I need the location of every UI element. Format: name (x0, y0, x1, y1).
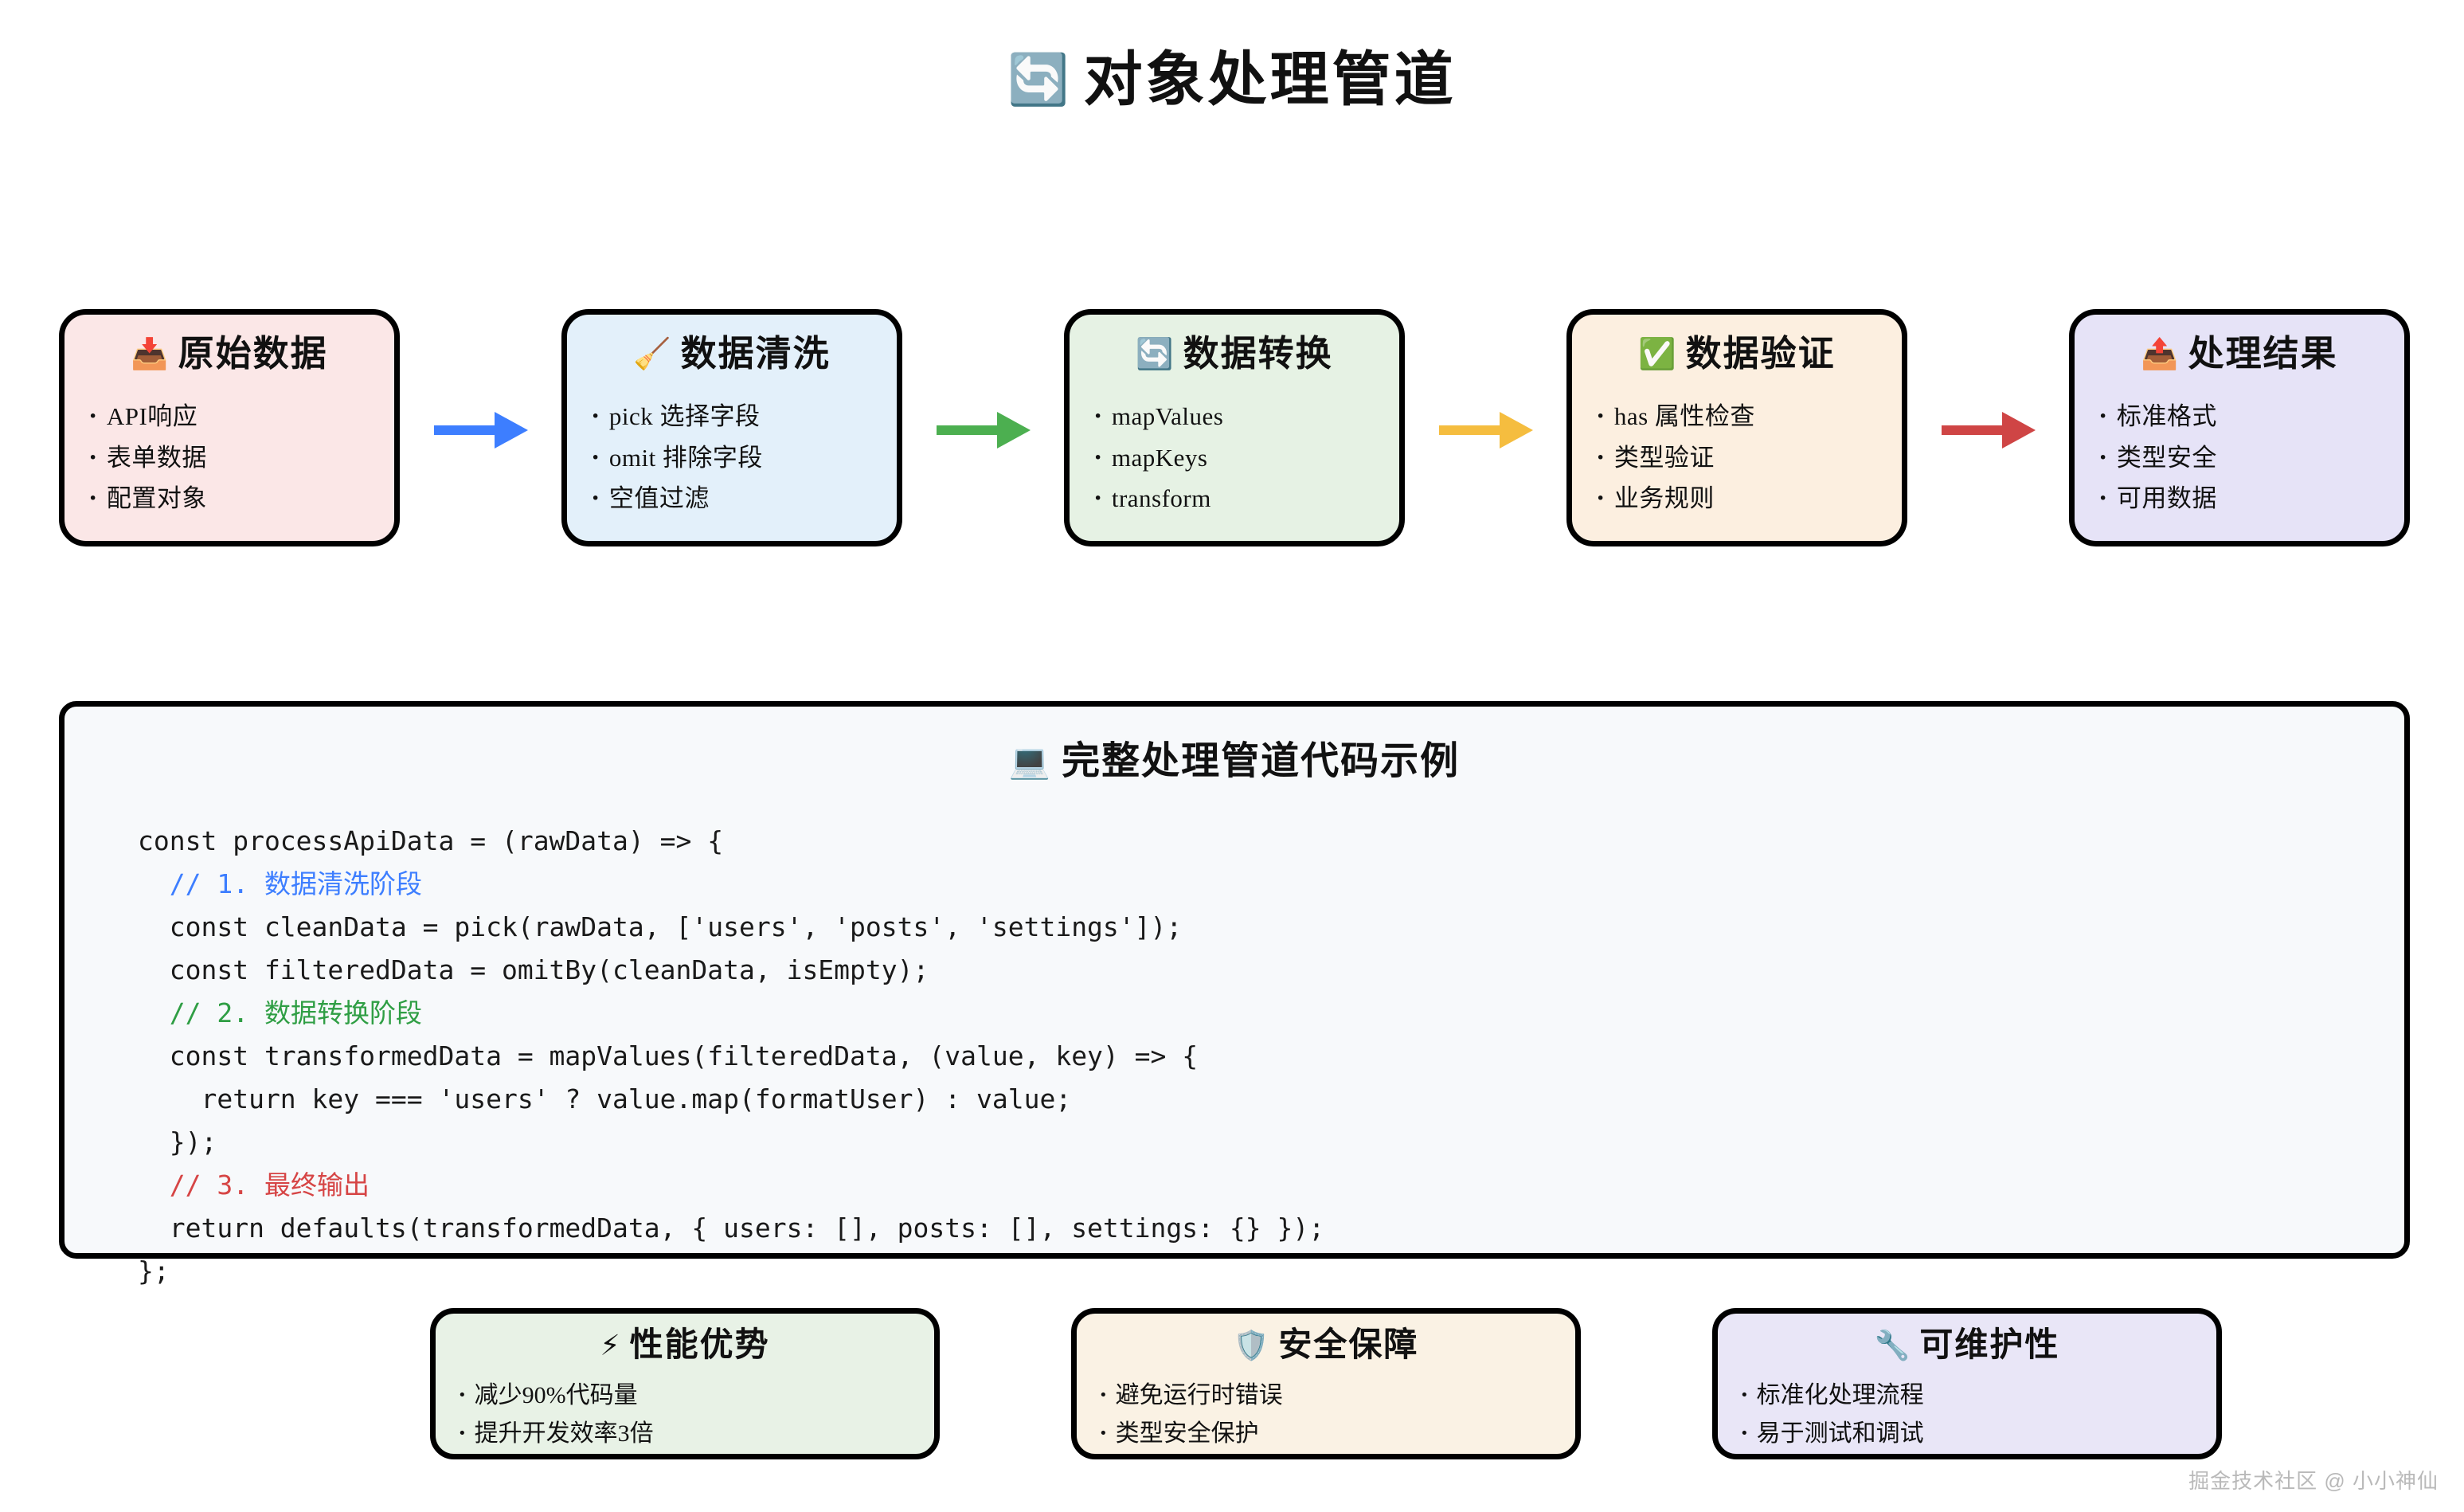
list-item: 配置对象 (88, 478, 374, 519)
code-line: }; (138, 1255, 170, 1287)
code-line: return defaults(transformedData, { users… (138, 1212, 1325, 1244)
arrow-connector-4 (1941, 412, 2036, 449)
list-item: 表单数据 (88, 437, 374, 479)
flow-step-label: 数据转换 (1183, 334, 1333, 374)
list-item: 标准格式 (2098, 396, 2384, 437)
code-line: const cleanData = pick(rawData, ['users'… (138, 911, 1183, 942)
flow-step-icon: ✅ (1638, 336, 1678, 371)
arrow-shaft (1941, 425, 2010, 435)
page-title: 🔄对象处理管道 (0, 32, 2464, 117)
flow-step-label: 数据验证 (1685, 334, 1836, 374)
refresh-icon: 🔄 (1007, 50, 1073, 108)
flow-step-label: 原始数据 (178, 334, 328, 374)
benefit-card-icon: 🔧 (1874, 1330, 1912, 1362)
code-block: const processApiData = (rawData) => { //… (138, 820, 2404, 1293)
flow-step-data-cleaning[interactable]: 🧹数据清洗 pick 选择字段omit 排除字段空值过滤 (561, 309, 902, 546)
flow-step-icon: 🧹 (633, 336, 673, 371)
flow-step-items: 标准格式类型安全可用数据 (2098, 396, 2384, 519)
arrow-head-icon (2001, 412, 2036, 449)
benefit-card-title: ⚡性能优势 (453, 1326, 917, 1365)
flow-step-result[interactable]: 📤处理结果标准格式类型安全可用数据 (2069, 309, 2410, 546)
arrow-connector-3 (1438, 412, 1533, 449)
arrow-shaft (1438, 425, 1508, 435)
arrow-shaft (936, 425, 1005, 435)
list-item: 空值过滤 (591, 478, 876, 519)
list-item: mapValues (1093, 396, 1379, 437)
flow-step-icon: 📥 (131, 336, 170, 371)
list-item: omit 排除字段 (591, 437, 876, 479)
code-line: // 2. 数据转换阶段 (138, 997, 422, 1028)
flow-step-data-validation[interactable]: ✅数据验证 has 属性检查类型验证业务规则 (1566, 309, 1907, 546)
list-item: 类型验证 (1596, 437, 1881, 479)
benefit-card-items: 减少90%代码量提升开发效率3倍 (458, 1376, 917, 1451)
flow-step-title: ✅数据验证 (1593, 332, 1881, 375)
list-item: 易于测试和调试 (1740, 1414, 2199, 1451)
list-item: API响应 (88, 396, 374, 437)
benefit-card-title: 🛡️安全保障 (1094, 1326, 1558, 1365)
benefit-card-performance[interactable]: ⚡性能优势减少90%代码量提升开发效率3倍 (430, 1308, 940, 1459)
list-item: 提升开发效率3倍 (458, 1414, 917, 1451)
code-line: const transformedData = mapValues(filter… (138, 1040, 1199, 1071)
flow-step-title: 🔄数据转换 (1090, 332, 1379, 375)
flow-step-items: pick 选择字段omit 排除字段空值过滤 (591, 396, 876, 519)
flow-step-items: mapValuesmapKeystransform (1093, 396, 1379, 519)
flow-step-icon: 🔄 (1136, 336, 1175, 371)
benefit-card-maintainability[interactable]: 🔧可维护性标准化处理流程易于测试和调试 (1712, 1308, 2222, 1459)
list-item: pick 选择字段 (591, 396, 876, 437)
list-item: 减少90%代码量 (458, 1376, 917, 1413)
flow-step-title: 🧹数据清洗 (588, 332, 876, 375)
arrow-shaft (433, 425, 503, 435)
list-item: 业务规则 (1596, 478, 1881, 519)
code-line: const filteredData = omitBy(cleanData, i… (138, 954, 929, 985)
flow-step-icon: 📤 (2141, 336, 2180, 371)
code-example-panel: 💻完整处理管道代码示例 const processApiData = (rawD… (59, 701, 2410, 1287)
list-item: 类型安全保护 (1099, 1414, 1558, 1451)
flow-step-label: 数据清洗 (680, 334, 831, 374)
benefit-card-icon: ⚡ (600, 1330, 622, 1362)
flow-step-title: 📤处理结果 (2095, 332, 2384, 375)
code-line: // 3. 最终输出 (138, 1169, 370, 1201)
list-item: 避免运行时错误 (1099, 1376, 1558, 1413)
arrow-head-icon (1499, 412, 1533, 449)
code-panel-header: 💻完整处理管道代码示例 (65, 729, 2404, 785)
flow-step-label: 处理结果 (2188, 334, 2338, 374)
laptop-icon: 💻 (1008, 742, 1053, 781)
flow-step-data-transform[interactable]: 🔄数据转换 mapValuesmapKeystransform (1064, 309, 1405, 546)
list-item: mapKeys (1093, 437, 1379, 479)
benefit-card-items: 避免运行时错误类型安全保护 (1099, 1376, 1558, 1451)
flow-step-items: API响应表单数据配置对象 (88, 396, 374, 519)
benefit-card-label: 安全保障 (1278, 1327, 1419, 1364)
benefit-cards: ⚡性能优势减少90%代码量提升开发效率3倍🛡️安全保障避免运行时错误类型安全保护… (430, 1308, 2222, 1459)
benefit-card-label: 性能优势 (629, 1327, 770, 1364)
arrow-connector-1 (433, 412, 528, 449)
pipeline-flow: 📥原始数据 API响应表单数据配置对象 🧹数据清洗 pick 选择字段omit 排除字… (59, 309, 2410, 546)
list-item: has 属性检查 (1596, 396, 1881, 437)
flow-step-title: 📥原始数据 (85, 332, 374, 375)
benefit-card-items: 标准化处理流程易于测试和调试 (1740, 1376, 2199, 1451)
watermark: 掘金技术社区 @ 小小神仙 (2188, 1469, 2439, 1493)
benefit-card-icon: 🛡️ (1233, 1330, 1271, 1362)
list-item: 标准化处理流程 (1740, 1376, 2199, 1413)
arrow-head-icon (996, 412, 1031, 449)
code-panel-title: 完整处理管道代码示例 (1062, 740, 1461, 782)
flow-step-items: has 属性检查类型验证业务规则 (1596, 396, 1881, 519)
benefit-card-safety[interactable]: 🛡️安全保障避免运行时错误类型安全保护 (1071, 1308, 1581, 1459)
page-title-text: 对象处理管道 (1083, 48, 1457, 113)
code-line: const processApiData = (rawData) => { (138, 825, 724, 856)
code-line: // 1. 数据清洗阶段 (138, 868, 422, 899)
list-item: 可用数据 (2098, 478, 2384, 519)
list-item: transform (1093, 478, 1379, 519)
arrow-head-icon (494, 412, 528, 449)
code-line: return key === 'users' ? value.map(forma… (138, 1083, 1072, 1114)
benefit-card-label: 可维护性 (1919, 1327, 2060, 1364)
benefit-card-title: 🔧可维护性 (1735, 1326, 2199, 1365)
flow-step-raw-data[interactable]: 📥原始数据 API响应表单数据配置对象 (59, 309, 400, 546)
arrow-connector-2 (936, 412, 1031, 449)
code-line: }); (138, 1126, 217, 1158)
list-item: 类型安全 (2098, 437, 2384, 479)
